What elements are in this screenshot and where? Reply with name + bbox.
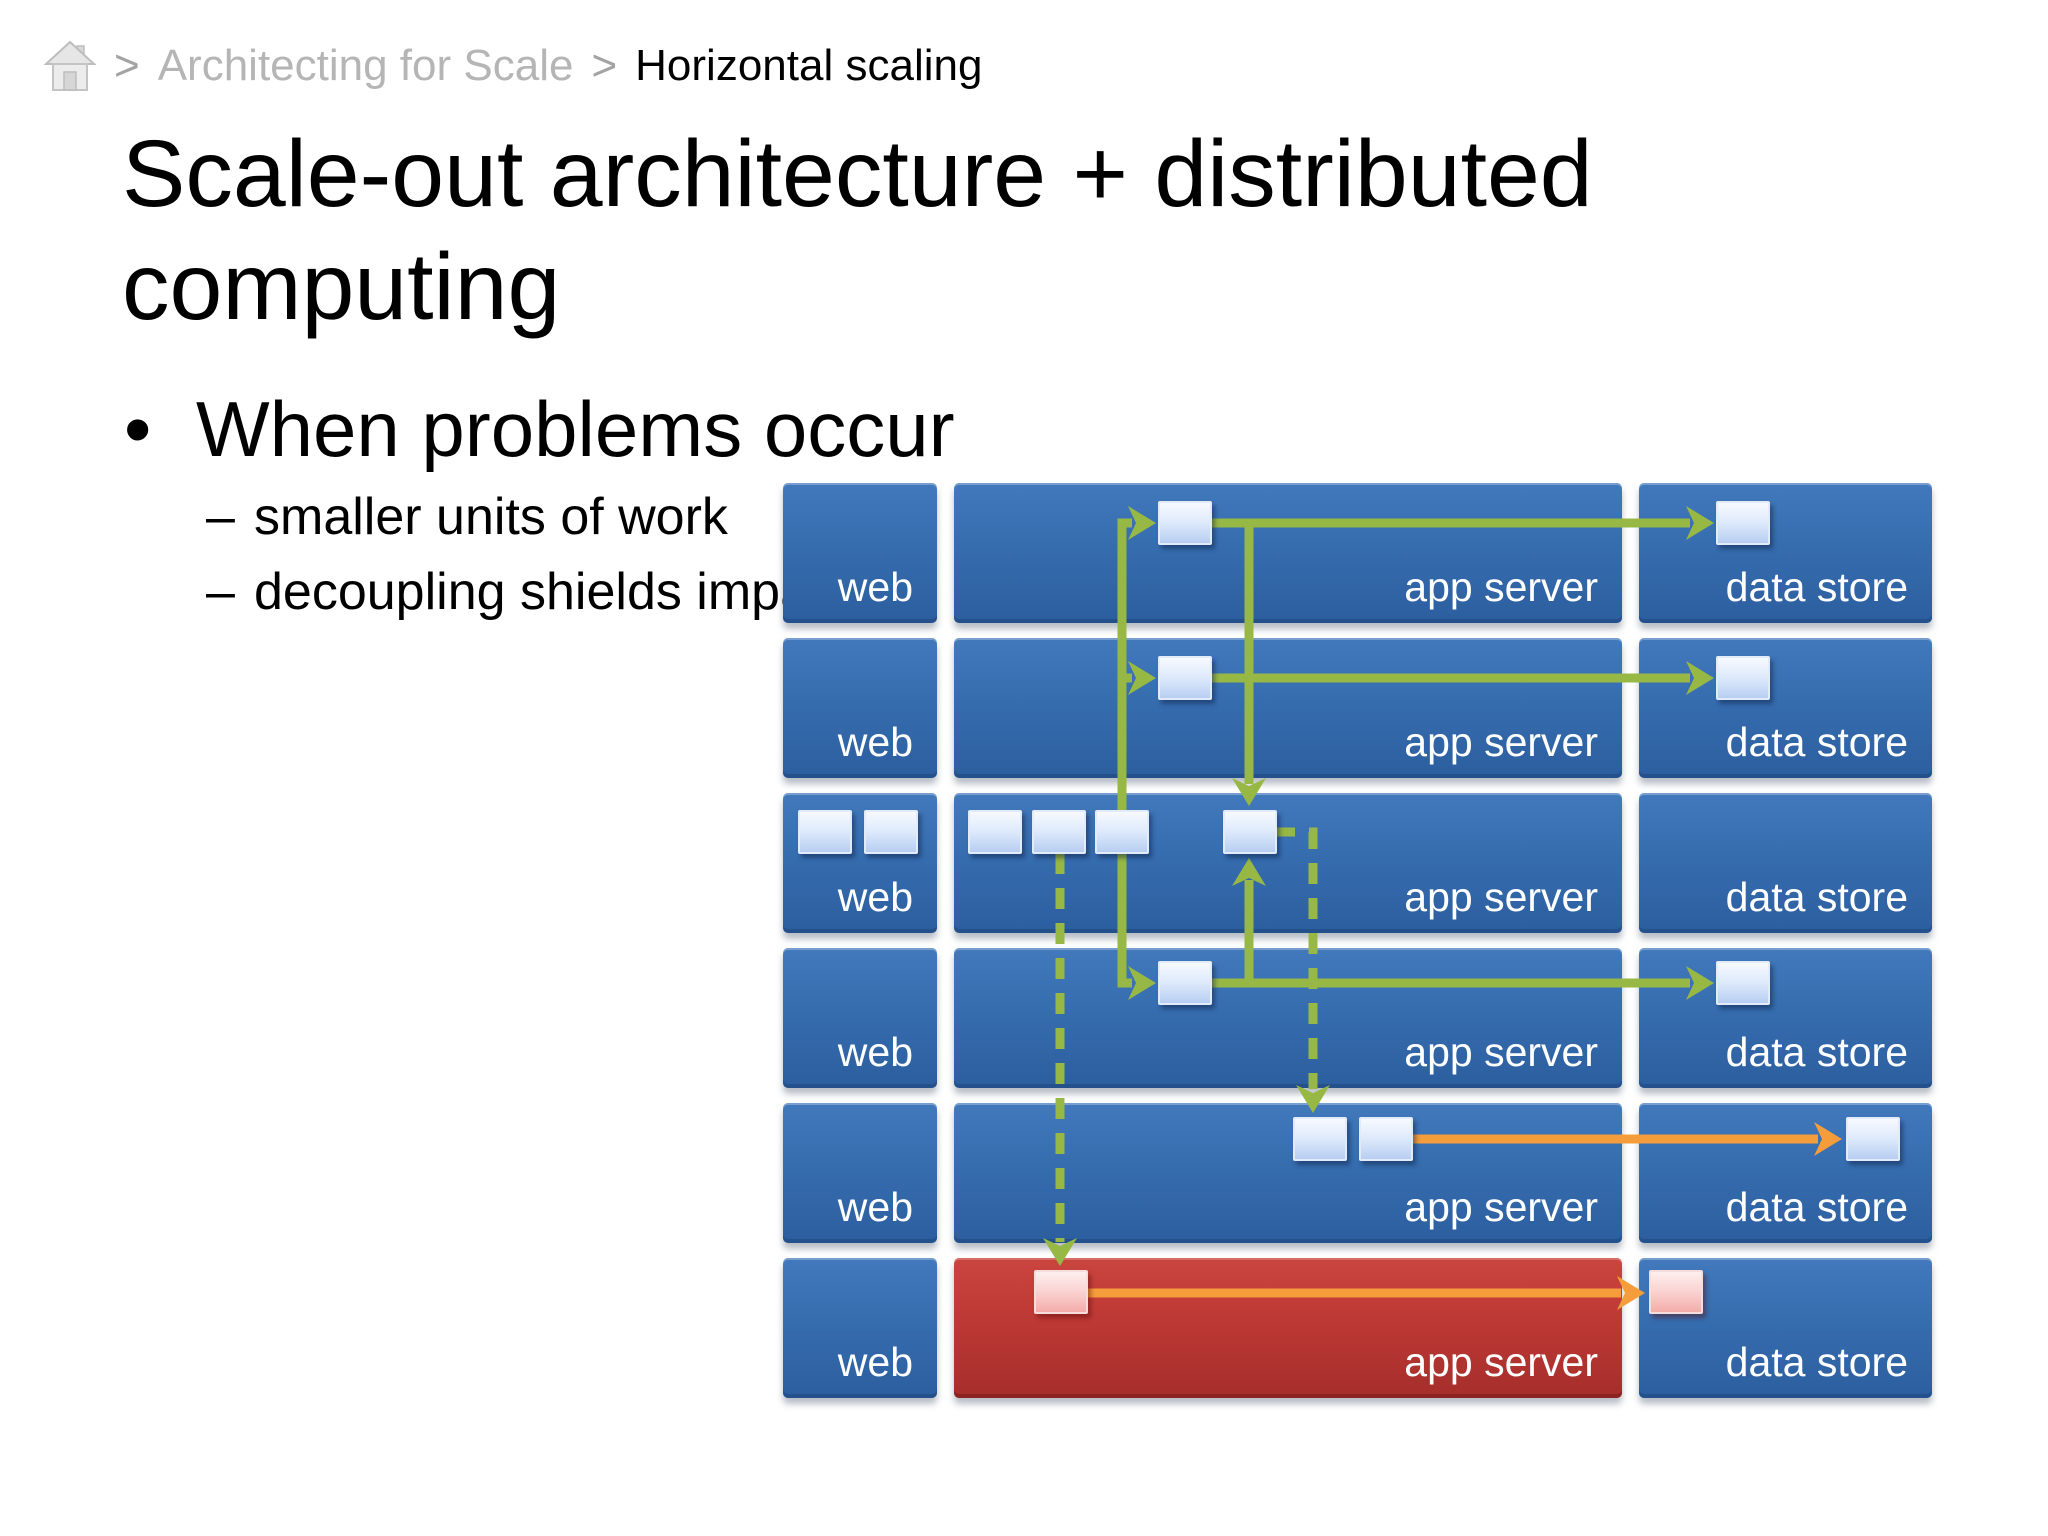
task-marker [1223,810,1277,854]
task-marker [864,810,918,854]
page-title-line-2: computing [122,234,561,340]
breadcrumb: > Architecting for Scale > Horizontal sc… [44,38,982,94]
task-marker [1158,961,1212,1005]
data-store-label: data store [1725,1339,1908,1385]
bullet-marker: • [124,385,152,473]
sub-bullet-dash: – [206,488,235,546]
data-store-label: data store [1725,1184,1908,1230]
data-store-box-row3: data store [1639,793,1932,933]
app-server-label: app server [1404,874,1598,920]
task-marker [1716,656,1770,700]
bullet-text: When problems occur [196,385,955,473]
task-marker [1095,810,1149,854]
task-marker [1293,1117,1347,1161]
web-label: web [837,874,913,920]
app-server-box-row5: app server [954,1103,1622,1243]
app-server-box-row2: app server [954,638,1622,778]
failed-task-marker [1649,1270,1703,1314]
web-box-row6: web [783,1258,937,1398]
task-marker [1716,961,1770,1005]
data-store-box-row1: data store [1639,483,1932,623]
breadcrumb-current-page: Horizontal scaling [635,41,983,90]
data-store-box-row4: data store [1639,948,1932,1088]
web-label: web [837,1184,913,1230]
task-marker [1158,656,1212,700]
data-store-label: data store [1725,719,1908,765]
web-box-row5: web [783,1103,937,1243]
home-icon[interactable] [44,38,96,94]
sub-bullet-text: smaller units of work [254,488,728,546]
task-marker [968,810,1022,854]
app-server-label: app server [1404,719,1598,765]
task-marker [1032,810,1086,854]
web-label: web [837,1029,913,1075]
task-marker [1359,1117,1413,1161]
web-box-row4: web [783,948,937,1088]
web-label: web [837,564,913,610]
app-server-label: app server [1404,1029,1598,1075]
app-server-box-row1: app server [954,483,1622,623]
app-server-label: app server [1404,1184,1598,1230]
sub-bullet-text: decoupling shields impact [254,563,850,621]
task-marker [1158,501,1212,545]
breadcrumb-section-link[interactable]: Architecting for Scale [157,41,574,90]
web-box-row2: web [783,638,937,778]
breadcrumb-separator: > [591,41,618,90]
app-server-label: app server [1404,564,1598,610]
sub-bullet-dash: – [206,563,235,621]
task-marker [1716,501,1770,545]
data-store-label: data store [1725,1029,1908,1075]
failed-task-marker [1034,1270,1088,1314]
web-box-row1: web [783,483,937,623]
web-label: web [837,719,913,765]
page-title-line-1: Scale-out architecture + distributed [122,121,1593,227]
app-server-box-row4: app server [954,948,1622,1088]
page-title: Scale-out architecture + distributed com… [122,118,1593,344]
task-marker [798,810,852,854]
task-marker [1846,1117,1900,1161]
data-store-box-row2: data store [1639,638,1932,778]
data-store-label: data store [1725,874,1908,920]
data-store-label: data store [1725,564,1908,610]
web-label: web [837,1339,913,1385]
app-server-label: app server [1404,1339,1598,1385]
breadcrumb-separator: > [114,41,140,90]
